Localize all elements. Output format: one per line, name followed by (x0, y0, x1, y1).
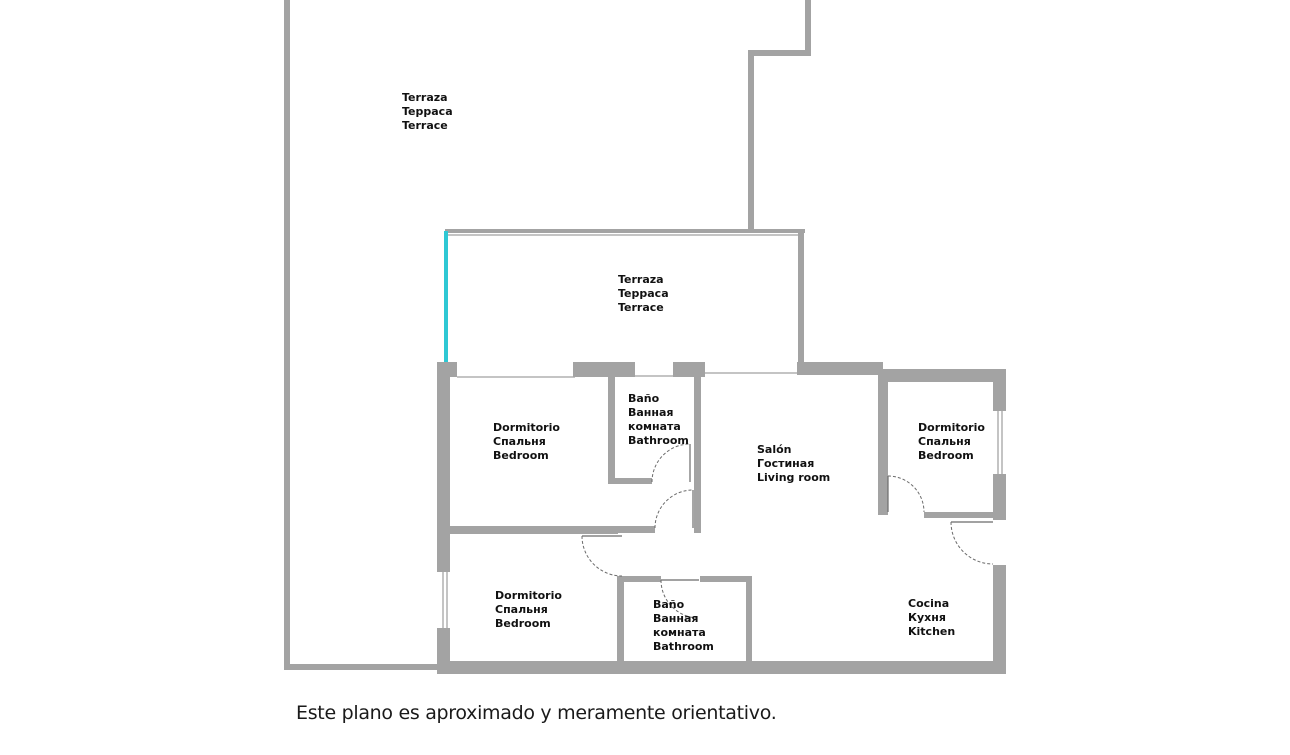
terrace-center-line-3: Terrace (618, 301, 664, 314)
terrace-center-line-2: Teppaca (618, 287, 669, 300)
bedroom-1-line-2: Спальня (493, 435, 546, 448)
bathroom-2-line-2: Ванная (653, 612, 699, 625)
label-terrace-center: Terraza Teppaca Terrace (618, 273, 669, 314)
kitchen-line-3: Kitchen (908, 625, 955, 638)
bathroom-2-line-3: комната (653, 626, 706, 639)
bathroom-2-line-1: Baño (653, 598, 685, 611)
label-bedroom-2: Dormitorio Спальня Bedroom (918, 421, 985, 462)
apartment-walls (437, 362, 1006, 674)
label-bedroom-1: Dormitorio Спальня Bedroom (493, 421, 560, 462)
bathroom-1-line-3: комната (628, 420, 681, 433)
bedroom-3-line-3: Bedroom (495, 617, 551, 630)
doors (581, 443, 994, 619)
label-terrace-large: Terraza Teppaca Terrace (402, 91, 453, 132)
bedroom-3-line-2: Спальня (495, 603, 548, 616)
living-room-line-3: Living room (757, 471, 830, 484)
bedroom-1-line-1: Dormitorio (493, 421, 560, 434)
disclaimer-text: Este plano es aproximado y meramente ori… (296, 702, 777, 724)
terrace-large-line-3: Terrace (402, 119, 448, 132)
terrace-boundary-walls (284, 0, 811, 670)
living-room-line-1: Salón (757, 443, 792, 456)
bathroom-1-line-1: Baño (628, 392, 660, 405)
terrace-large-line-2: Teppaca (402, 105, 453, 118)
bedroom-2-line-1: Dormitorio (918, 421, 985, 434)
bedroom-1-line-3: Bedroom (493, 449, 549, 462)
living-room-line-2: Гостиная (757, 457, 814, 470)
bedroom-2-line-3: Bedroom (918, 449, 974, 462)
label-bathroom-1: Baño Ванная комната Bathroom (628, 392, 689, 447)
bedroom-3-line-1: Dormitorio (495, 589, 562, 602)
bathroom-2-line-4: Bathroom (653, 640, 714, 653)
bedroom-2-line-2: Спальня (918, 435, 971, 448)
terrace-center-line-1: Terraza (618, 273, 664, 286)
kitchen-line-1: Cocina (908, 597, 949, 610)
bathroom-1-line-4: Bathroom (628, 434, 689, 447)
bathroom-1-line-2: Ванная (628, 406, 674, 419)
label-bedroom-3: Dormitorio Спальня Bedroom (495, 589, 562, 630)
kitchen-line-2: Кухня (908, 611, 946, 624)
label-kitchen: Cocina Кухня Kitchen (908, 597, 955, 638)
terrace-large-line-1: Terraza (402, 91, 448, 104)
covered-terrace-walls (444, 229, 805, 369)
label-living-room: Salón Гостиная Living room (757, 443, 830, 484)
label-bathroom-2: Baño Ванная комната Bathroom (653, 598, 714, 653)
